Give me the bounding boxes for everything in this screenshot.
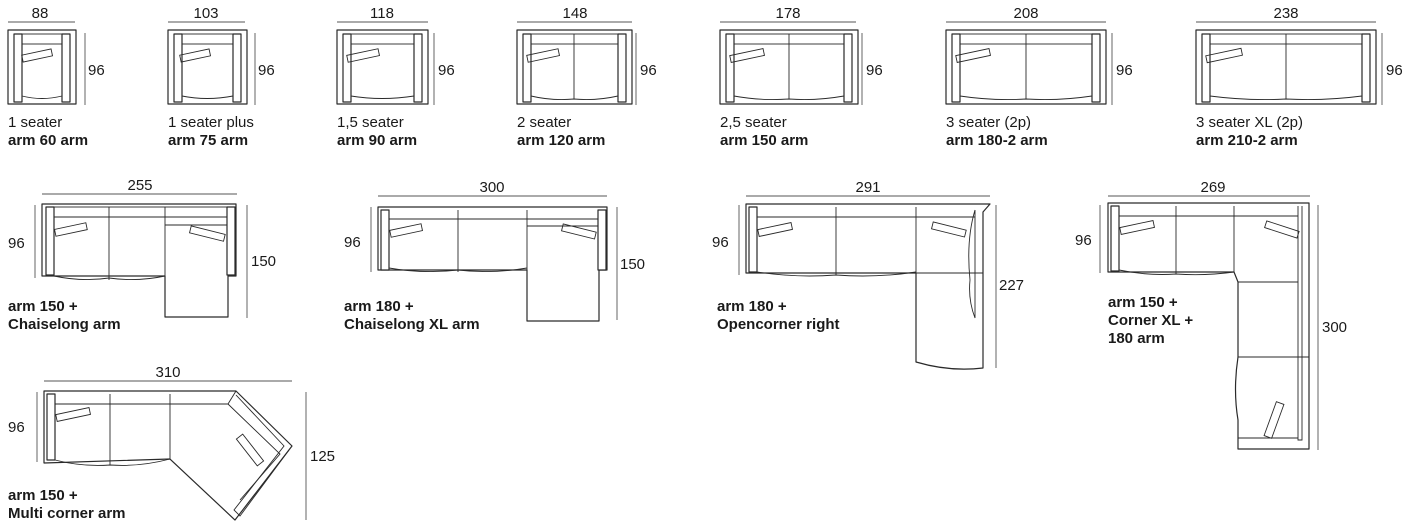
- side-label: 150: [251, 253, 276, 270]
- width-label: 255: [127, 177, 152, 194]
- width-label: 208: [1013, 5, 1038, 22]
- caption-name: 2,5 seater: [720, 114, 787, 131]
- caption-line: Multi corner arm: [8, 505, 126, 522]
- width-label: 238: [1273, 5, 1298, 22]
- caption-line: Chaiselong XL arm: [344, 316, 480, 333]
- depth-label: 96: [640, 62, 657, 79]
- caption-corner-xl: arm 150 + Corner XL + 180 arm: [1108, 294, 1193, 348]
- depth-label: 96: [1116, 62, 1133, 79]
- depth-label: 96: [438, 62, 455, 79]
- caption-line: arm 150 +: [8, 487, 78, 504]
- caption-name: 3 seater (2p): [946, 114, 1032, 131]
- caption-name: 2 seater: [517, 114, 572, 131]
- width-label: 148: [562, 5, 587, 22]
- width-label: 178: [775, 5, 800, 22]
- width-label: 291: [855, 179, 880, 196]
- depth-label: 96: [344, 234, 361, 251]
- caption-3-seater-xl-2p: 3 seater XL (2p) arm 210-2 arm: [1196, 114, 1303, 150]
- caption-line: Corner XL +: [1108, 312, 1194, 329]
- caption-1-seater-plus: 1 seater plus arm 75 arm: [168, 114, 254, 150]
- width-label: 103: [193, 5, 218, 22]
- caption-2-seater: 2 seater arm 120 arm: [517, 114, 605, 150]
- caption-name: 3 seater XL (2p): [1196, 114, 1303, 131]
- depth-label: 96: [1386, 62, 1403, 79]
- caption-chaiselong-xl: arm 180 + Chaiselong XL arm: [344, 298, 480, 334]
- depth-label: 96: [866, 62, 883, 79]
- caption-line: 180 arm: [1108, 330, 1165, 347]
- caption-name: 1,5 seater: [337, 114, 404, 131]
- caption-2-5-seater: 2,5 seater arm 150 arm: [720, 114, 808, 150]
- width-label: 118: [370, 5, 394, 22]
- caption-opencorner: arm 180 + Opencorner right: [717, 298, 840, 334]
- side-label: 150: [620, 256, 645, 273]
- width-label: 269: [1200, 179, 1225, 196]
- caption-line: arm 150 +: [1108, 294, 1178, 311]
- caption-chaiselong: arm 150 + Chaiselong arm: [8, 298, 121, 334]
- sofa-chaiselong-xl: 300 96 150: [344, 179, 645, 322]
- sofa-1-seater-plus: 103 96: [167, 5, 275, 105]
- caption-code: arm 90 arm: [337, 132, 418, 149]
- depth-label: 96: [1075, 232, 1092, 249]
- sofa-opencorner-right: 291 96 227: [712, 179, 1024, 370]
- depth-label: 96: [8, 419, 25, 436]
- sofa-3-seater-xl-2p: 238 96: [1195, 5, 1403, 105]
- side-label: 227: [999, 277, 1024, 294]
- width-label: 310: [155, 364, 180, 381]
- caption-line: arm 150 +: [8, 298, 78, 315]
- caption-code: arm 150 arm: [720, 132, 809, 149]
- sofa-1-seater: 88 96: [7, 5, 105, 105]
- caption-line: arm 180 +: [344, 298, 414, 315]
- depth-label: 96: [8, 235, 25, 252]
- caption-name: 1 seater plus: [168, 114, 254, 131]
- sofa-3-seater-2p: 208 96: [945, 5, 1133, 105]
- sofa-corner-xl: 269 96 300: [1075, 179, 1347, 450]
- depth-label: 96: [88, 62, 105, 79]
- caption-code: arm 210-2 arm: [1196, 132, 1298, 149]
- width-label: 88: [32, 5, 49, 22]
- caption-1-seater: 1 seater arm 60 arm: [8, 114, 88, 150]
- side-label: 125: [310, 448, 335, 465]
- caption-1-5-seater: 1,5 seater arm 90 arm: [337, 114, 417, 150]
- caption-line: arm 180 +: [717, 298, 787, 315]
- depth-label: 96: [258, 62, 275, 79]
- sofa-2-seater: 148 96: [516, 5, 657, 105]
- caption-code: arm 120 arm: [517, 132, 606, 149]
- caption-line: Opencorner right: [717, 316, 840, 333]
- depth-label: 96: [712, 234, 729, 251]
- sofa-chaiselong: 255 96 150: [8, 177, 276, 318]
- caption-multi-corner: arm 150 + Multi corner arm: [8, 487, 126, 523]
- side-label: 300: [1322, 319, 1347, 336]
- sofa-1-5-seater: 118 96: [336, 5, 455, 105]
- caption-line: Chaiselong arm: [8, 316, 121, 333]
- caption-code: arm 180-2 arm: [946, 132, 1048, 149]
- caption-name: 1 seater: [8, 114, 63, 131]
- caption-code: arm 75 arm: [168, 132, 249, 149]
- sofa-2-5-seater: 178 96: [719, 5, 883, 105]
- caption-code: arm 60 arm: [8, 132, 89, 149]
- width-label: 300: [479, 179, 504, 196]
- sofa-multi-corner: 310 96 125: [8, 364, 335, 521]
- caption-3-seater-2p: 3 seater (2p) arm 180-2 arm: [946, 114, 1048, 150]
